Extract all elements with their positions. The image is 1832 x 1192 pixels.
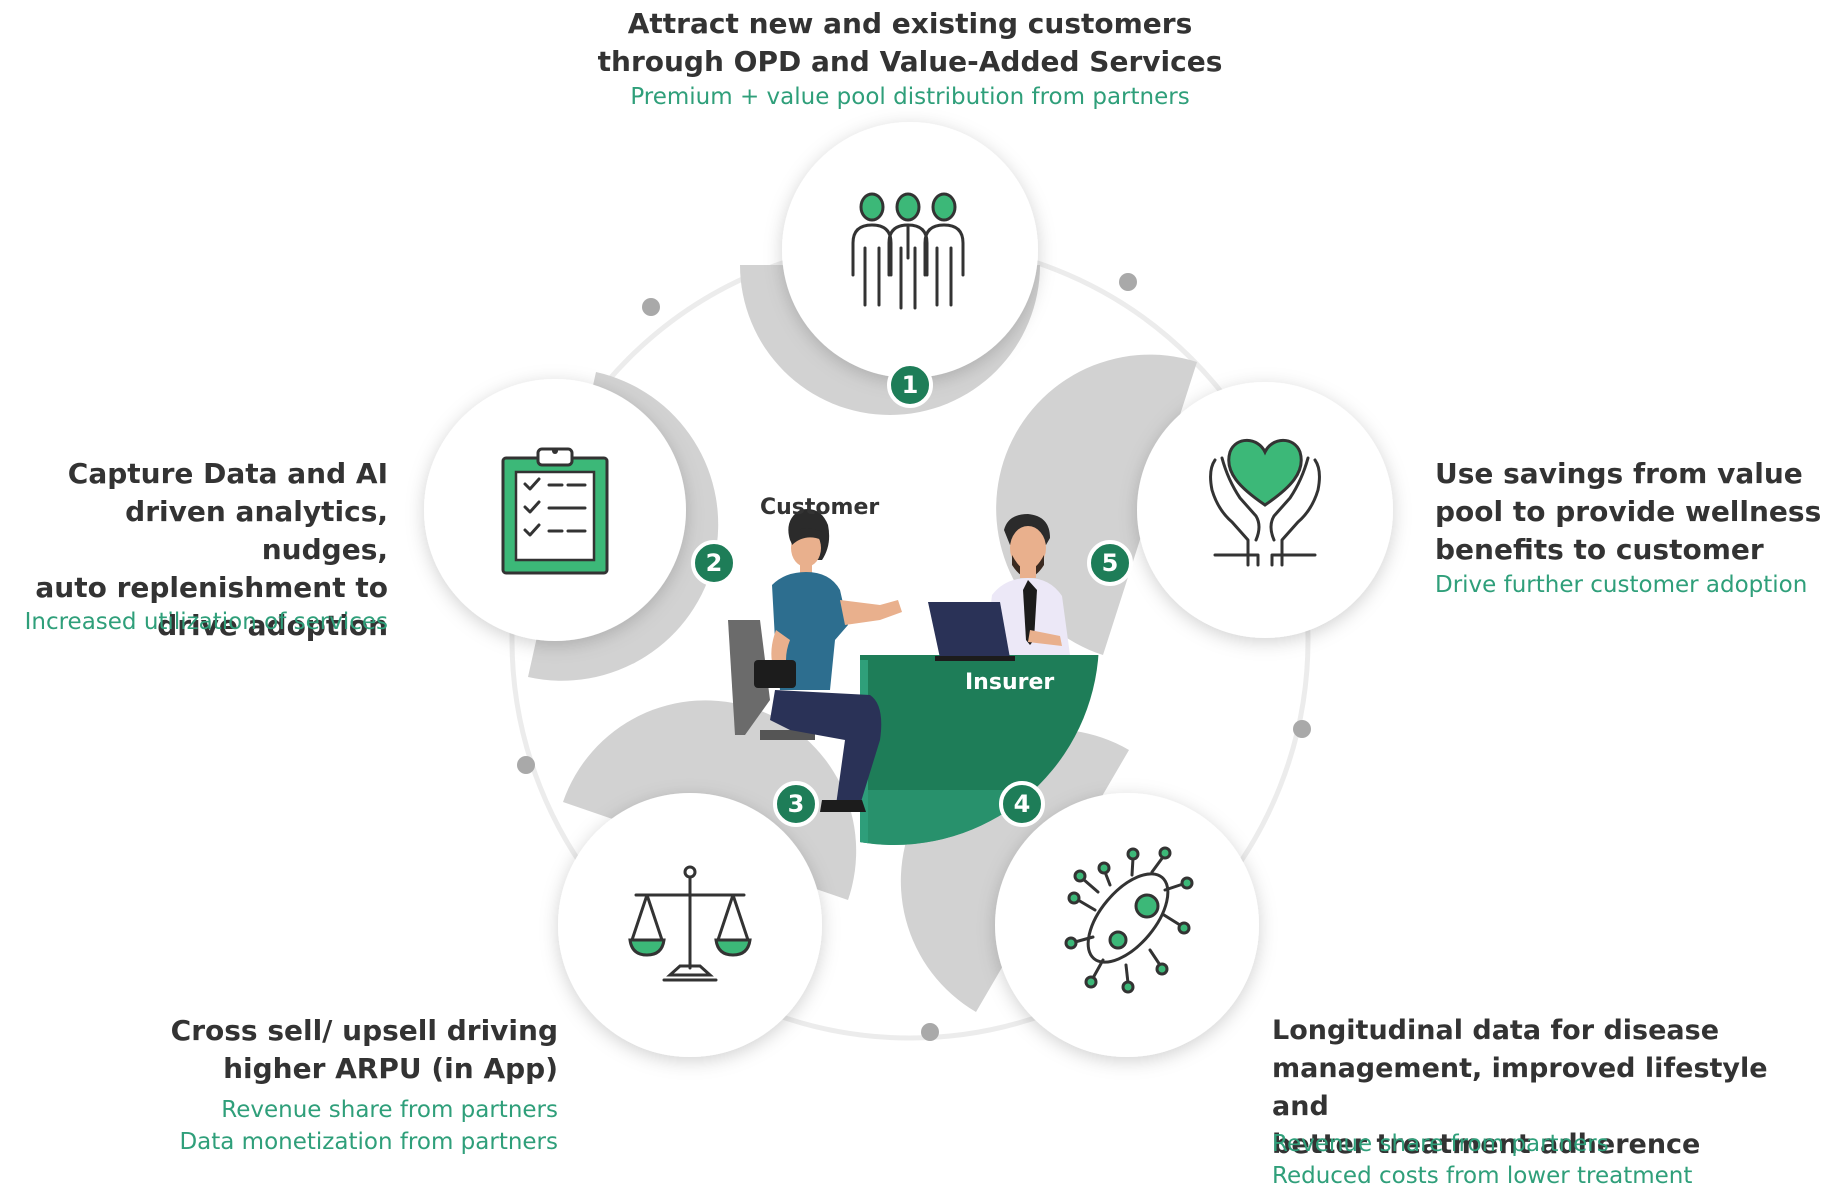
ring-dot [517, 756, 535, 774]
clipboard-checklist-icon [501, 447, 609, 575]
bacteria-cell-icon [1064, 846, 1194, 994]
customer-label: Customer [760, 495, 880, 520]
step-4-number: 4 [1014, 790, 1031, 818]
step-4-node [995, 793, 1259, 1057]
step-2-number: 2 [706, 549, 723, 577]
step-1-subtitle-line: Premium + value pool distribution from p… [630, 84, 1190, 110]
insurer-figure [985, 514, 1070, 655]
step-4-title-line: management, improved lifestyle and [1272, 1053, 1768, 1122]
step-3-number: 3 [788, 790, 805, 818]
step-1-node [782, 122, 1038, 378]
step-4-title: Longitudinal data for disease management… [1272, 1012, 1827, 1164]
step-4-subtitle-line: Reduced costs from lower treatment [1272, 1163, 1693, 1189]
step-5-title: Use savings from value pool to provide w… [1435, 455, 1825, 569]
step-2-subtitle: Increased utilization of services [10, 606, 388, 638]
step-4-subtitle: Revenue share from partners Reduced cost… [1272, 1128, 1827, 1192]
step-5-title-line: benefits to customer [1435, 533, 1764, 566]
step-2-subtitle-line: Increased utilization of services [24, 609, 388, 635]
insurer-label: Insurer [965, 670, 1055, 695]
step-1-badge [887, 362, 933, 408]
step-5-badge [1087, 540, 1133, 586]
step-3-subtitle-line: Revenue share from partners [221, 1097, 558, 1123]
balance-scale-icon [628, 865, 752, 982]
step-1-number: 1 [902, 371, 919, 399]
step-3-title-line: Cross sell/ upsell driving [170, 1014, 558, 1047]
step-1-title: Attract new and existing customers throu… [560, 5, 1260, 81]
step-4-badge [999, 781, 1045, 827]
customer-chair [728, 620, 815, 740]
step-4-title-line: better treatment adherence [1272, 1129, 1701, 1160]
step-4-title-line: Longitudinal data for disease [1272, 1015, 1720, 1046]
ring-dot [1293, 720, 1311, 738]
step-2-title: Capture Data and AI driven analytics, nu… [10, 455, 388, 645]
ring-dot [1119, 273, 1137, 291]
step-5-arc [996, 354, 1197, 655]
people-group-icon [851, 192, 965, 310]
ring-dot [921, 1023, 939, 1041]
step-4-subtitle-line: Revenue share from partners [1272, 1131, 1609, 1157]
step-2-title-line: driven analytics, nudges, [125, 495, 388, 566]
step-1-title-line: through OPD and Value-Added Services [597, 45, 1223, 78]
step-5-number: 5 [1102, 549, 1119, 577]
step-1-title-line: Attract new and existing customers [627, 7, 1193, 40]
step-1-subtitle: Premium + value pool distribution from p… [560, 81, 1260, 113]
step-3-title: Cross sell/ upsell driving higher ARPU (… [100, 1012, 558, 1088]
step-5-title-line: Use savings from value [1435, 457, 1803, 490]
step-5-title-line: pool to provide wellness [1435, 495, 1822, 528]
ring-dot [642, 298, 660, 316]
step-5-subtitle-line: Drive further customer adoption [1435, 572, 1808, 598]
step-2-title-line: auto replenishment to [35, 571, 388, 604]
step-5-subtitle: Drive further customer adoption [1435, 569, 1825, 601]
hands-heart-icon [1209, 438, 1321, 567]
step-2-title-line: drive adoption [157, 609, 388, 642]
customer-figure [754, 509, 902, 812]
handbag [754, 660, 796, 688]
step-5-node [1137, 382, 1393, 638]
step-badges: 1 2 3 4 5 [691, 362, 1133, 827]
step-3-title-line: higher ARPU (in App) [223, 1052, 558, 1085]
step-3-badge [773, 781, 819, 827]
step-3-subtitle-line: Data monetization from partners [179, 1129, 558, 1155]
step-2-badge [691, 540, 737, 586]
step-2-title-line: Capture Data and AI [67, 457, 388, 490]
step-3-subtitle: Revenue share from partners Data monetiz… [100, 1094, 558, 1158]
laptop [928, 602, 1015, 661]
